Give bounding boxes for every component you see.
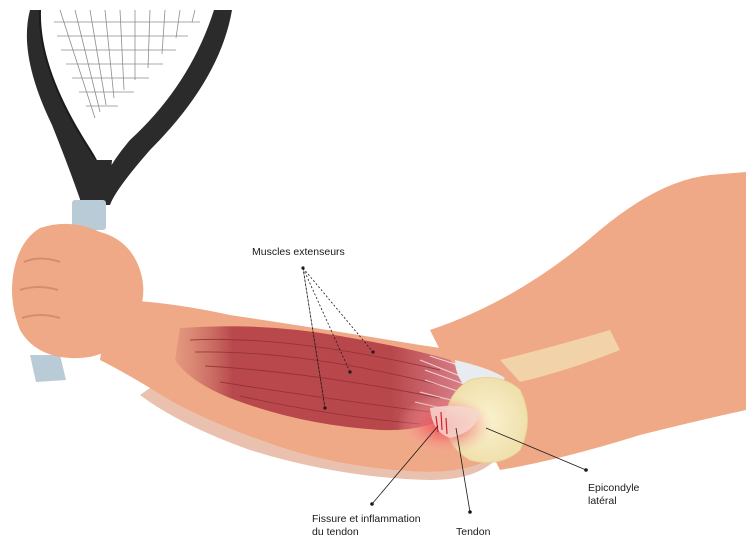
label-epicondyle-line2: latéral [588,495,639,508]
label-tendon: Tendon [456,526,490,539]
label-fissure-line1: Fissure et inflammation [312,513,421,526]
label-extensor-muscles: Muscles extenseurs [252,246,345,259]
label-epicondyle-line1: Epicondyle [588,482,639,495]
hand [12,224,143,358]
label-fissure-line2: du tendon [312,526,421,539]
inflamed-tendon [397,395,493,455]
label-lateral-epicondyle: Epicondyle latéral [588,482,639,508]
label-fissure-inflammation: Fissure et inflammation du tendon [312,513,421,539]
arm [12,172,746,480]
